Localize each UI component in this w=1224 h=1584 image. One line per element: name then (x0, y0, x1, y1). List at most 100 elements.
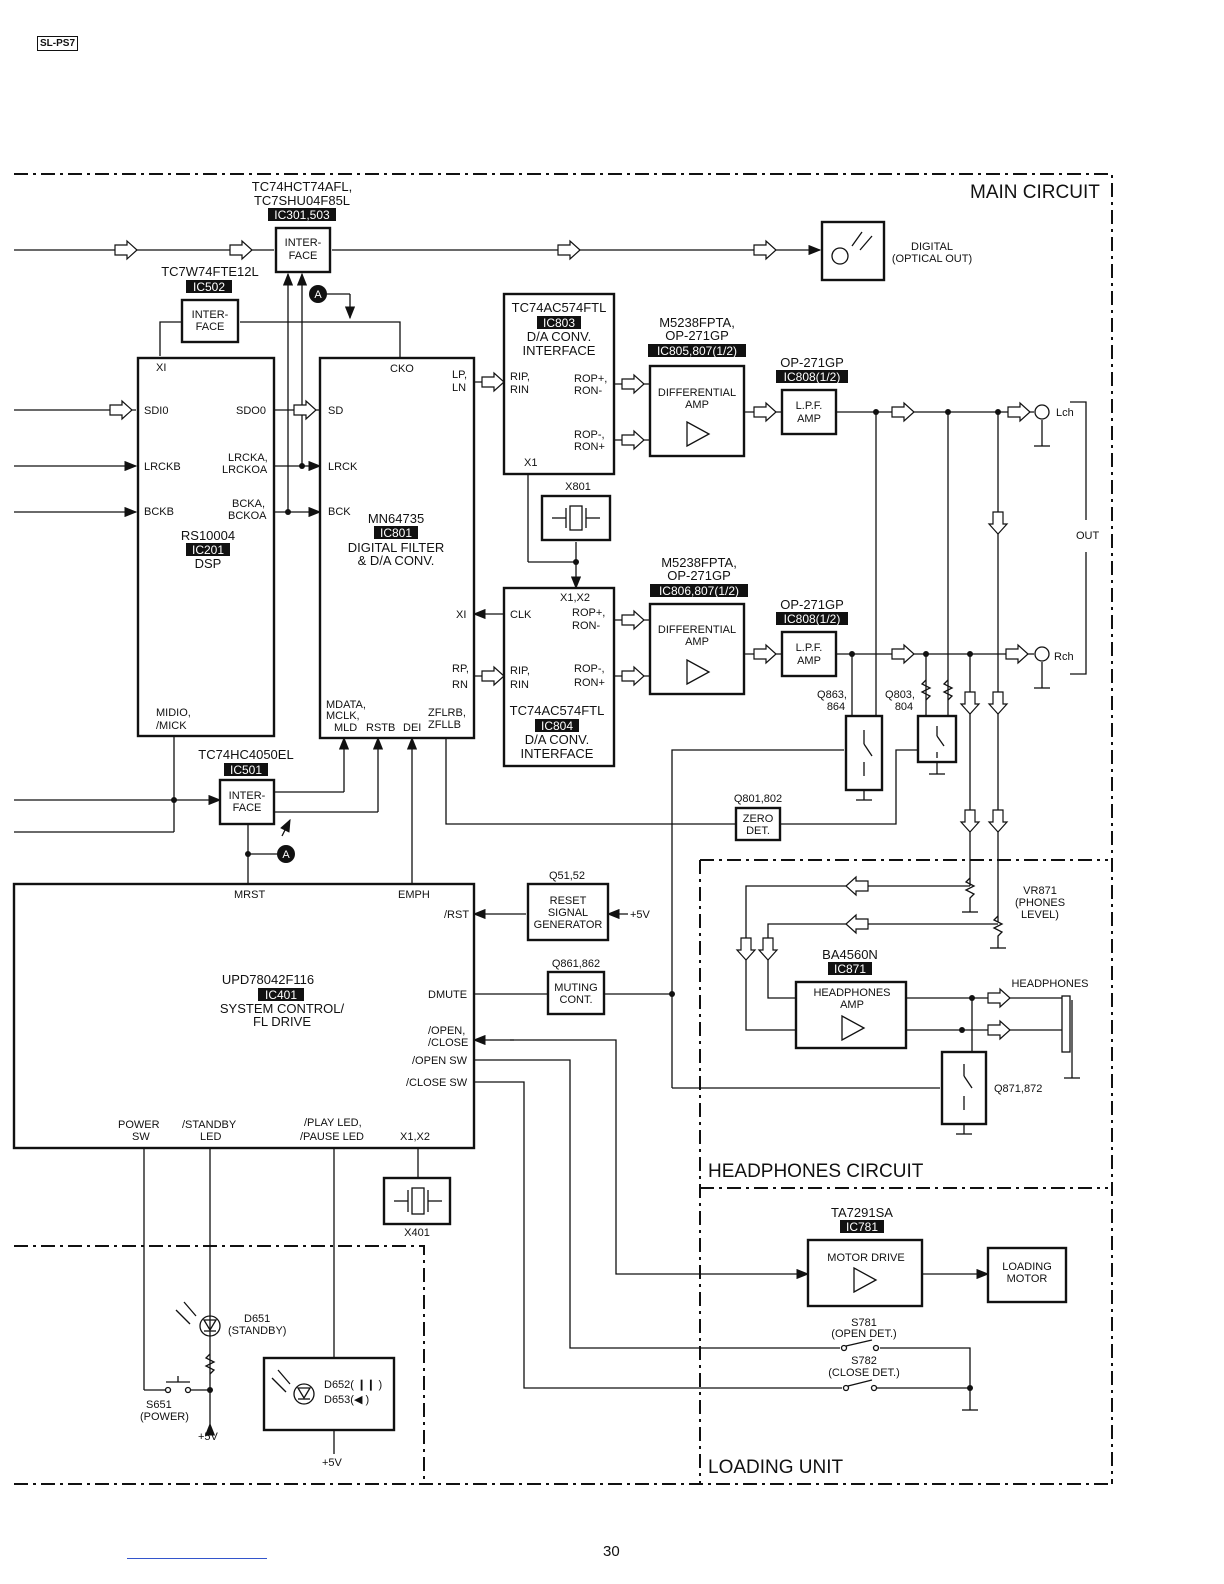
ic804-f1: D/A CONV. (525, 732, 590, 747)
ic502-box (180, 298, 240, 344)
ic804-ref: IC804 (541, 719, 573, 733)
ic805-part2: OP-271GP (665, 328, 729, 343)
svg-text:LRCK: LRCK (328, 461, 358, 473)
svg-text:BCK: BCK (328, 506, 351, 518)
q863-switch (844, 714, 884, 792)
ic502-ref: IC502 (193, 280, 225, 294)
ic804-f2: INTERFACE (521, 746, 594, 761)
vcc-panel: +5V (322, 1457, 343, 1469)
muting-l1: MUTING (554, 982, 597, 994)
ic201-pins: XI SDI0 SDO0 LRCKB LRCKA, LRCKOA BCKB BC… (144, 362, 268, 732)
vr871-l3: LEVEL) (1021, 909, 1059, 921)
svg-text:LRCKB: LRCKB (144, 461, 181, 473)
ic806-part1: M5238FPTA, (661, 555, 737, 570)
d651-led-symbol (175, 1301, 221, 1375)
svg-text:LRCKOA: LRCKOA (222, 464, 268, 476)
ic805-ref: IC805,807(1/2) (657, 344, 737, 358)
ic781-part: TA7291SA (831, 1205, 893, 1220)
ic502-part: TC7W74FTE12L (161, 264, 259, 279)
headphones-circuit-label: HEADPHONES CIRCUIT (708, 1161, 924, 1182)
ic301-l1: INTER- (285, 237, 322, 249)
ic806-box (648, 602, 746, 696)
svg-text:MLD: MLD (334, 722, 357, 734)
s781-l2: (OPEN DET.) (831, 1328, 896, 1340)
ic801-func1: DIGITAL FILTER (348, 540, 445, 555)
ic401-f1: SYSTEM CONTROL/ (220, 1001, 345, 1016)
reset-ref: Q51,52 (549, 870, 585, 882)
ic808b-ref: IC808(1/2) (784, 612, 841, 626)
ic201-ref: IC201 (192, 543, 224, 557)
ic803-pins: RIP, RIN ROP+, RON- ROP-, RON+ X1 (510, 371, 607, 469)
ic301-ref: IC301,503 (274, 208, 330, 222)
svg-text:ZFLRB,: ZFLRB, (428, 707, 466, 719)
reset-box (526, 882, 610, 942)
optical-led-icon (831, 247, 849, 265)
svg-text:RN: RN (452, 679, 468, 691)
ic803-f2: INTERFACE (523, 343, 596, 358)
svg-text:/PLAY LED,: /PLAY LED, (304, 1117, 362, 1129)
x801-symbol (552, 505, 600, 531)
node-a-top: A (314, 289, 322, 301)
q871-switch (940, 1050, 988, 1126)
s782-l1: S782 (851, 1355, 877, 1367)
svg-text:RON-: RON- (574, 385, 602, 397)
svg-text:/CLOSE: /CLOSE (428, 1037, 468, 1049)
lpf-r-box (780, 630, 838, 678)
svg-text:SDI0: SDI0 (144, 405, 168, 417)
q803-l1: Q803, (885, 689, 915, 701)
ic401-f2: FL DRIVE (253, 1014, 311, 1029)
ic803-ref: IC803 (543, 316, 575, 330)
svg-text:/MICK: /MICK (156, 720, 187, 732)
svg-text:X1,X2: X1,X2 (400, 1131, 430, 1143)
lpf-l-l2: AMP (797, 413, 821, 425)
ic805-l2: AMP (685, 399, 709, 411)
digital-out-l2: (OPTICAL OUT) (892, 253, 972, 265)
ic806-ref: IC806,807(1/2) (659, 584, 739, 598)
s782-l2: (CLOSE DET.) (828, 1367, 900, 1379)
ic805-l1: DIFFERENTIAL (658, 387, 736, 399)
svg-text:RIP,: RIP, (510, 665, 530, 677)
ic781-l1: MOTOR DRIVE (827, 1252, 904, 1264)
d651-l1: D651 (244, 1313, 270, 1325)
loading-unit-label: LOADING UNIT (708, 1457, 844, 1478)
svg-text:XI: XI (456, 609, 466, 621)
zero-det-box (734, 806, 782, 842)
svg-text:X1,X2: X1,X2 (560, 592, 590, 604)
q871-label: Q871,872 (994, 1083, 1042, 1095)
lch-label: Lch (1056, 407, 1074, 419)
vr871-symbol (962, 877, 1006, 949)
node-a-bottom: A (282, 849, 290, 861)
svg-text:BCKOA: BCKOA (228, 510, 267, 522)
svg-text:BCKB: BCKB (144, 506, 174, 518)
footer-link-underline[interactable] (127, 1558, 267, 1559)
ic301-part1: TC74HCT74AFL, (252, 179, 352, 194)
optical-out-box (820, 220, 886, 282)
ic201-func: DSP (195, 556, 222, 571)
model-label: SL-PS7 (37, 36, 79, 51)
digital-out-l1: DIGITAL (911, 241, 953, 253)
q863-l2: 864 (827, 701, 845, 713)
svg-text:ROP-,: ROP-, (574, 429, 605, 441)
reset-l2: SIGNAL (548, 907, 588, 919)
lpf-l-l1: L.P.F. (796, 400, 823, 412)
ic781-ref: IC781 (846, 1220, 878, 1234)
q863-l1: Q863, (817, 689, 847, 701)
ic808a-part: OP-271GP (780, 355, 844, 370)
svg-text:CKO: CKO (390, 363, 414, 375)
lpf-r-l1: L.P.F. (796, 642, 823, 654)
limit-switch-symbols (840, 1339, 880, 1392)
svg-text:/CLOSE SW: /CLOSE SW (406, 1077, 468, 1089)
svg-text:RP,: RP, (452, 663, 469, 675)
reset-vcc: +5V (630, 909, 651, 921)
ic808a-ref: IC808(1/2) (784, 370, 841, 384)
svg-text:DEI: DEI (403, 722, 421, 734)
ic301-part2: TC7SHU04F85L (254, 193, 350, 208)
ic805-amp-symbol (686, 420, 711, 448)
ic301-box (274, 226, 332, 274)
ic803-f1: D/A CONV. (527, 329, 592, 344)
svg-text:SDO0: SDO0 (236, 405, 266, 417)
svg-text:LED: LED (200, 1131, 221, 1143)
ic401-pins: MRST EMPH /RST DMUTE /OPEN, /CLOSE /OPEN… (118, 889, 469, 1143)
svg-text:LRCKA,: LRCKA, (228, 452, 268, 464)
